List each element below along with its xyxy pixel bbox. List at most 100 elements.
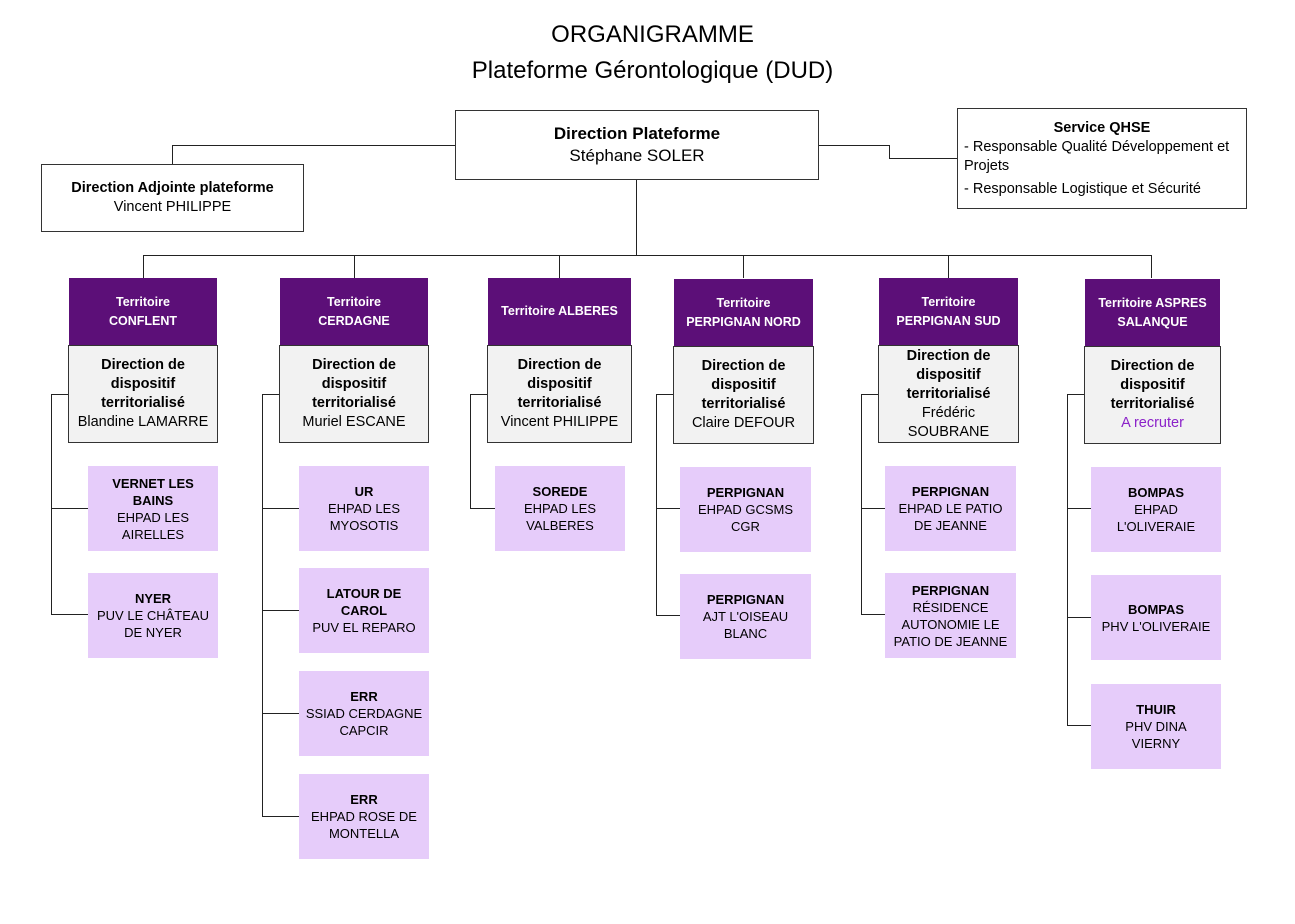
site-box: PERPIGNAN RÉSIDENCE AUTONOMIE LE PATIO D… — [885, 573, 1016, 658]
site-name: LATOUR DE CAROL — [326, 586, 402, 618]
connector — [262, 713, 299, 714]
site-box: UR EHPAD LES MYOSOTIS — [299, 466, 429, 551]
site-name: PERPIGNAN — [911, 484, 990, 499]
direction-plateforme-title: Direction Plateforme — [553, 124, 721, 143]
territory-label: Territoire — [716, 295, 771, 310]
connector — [1067, 394, 1085, 395]
connector — [1067, 508, 1091, 509]
connector — [262, 508, 299, 509]
site-desc: EHPAD ROSE DE MONTELLA — [311, 809, 417, 841]
territory-perpignan-sud-header: Territoire PERPIGNAN SUD — [879, 278, 1018, 345]
connector — [262, 394, 280, 395]
territory-label: Territoire ASPRES — [1098, 295, 1207, 310]
site-desc: EHPAD LES VALBERES — [523, 501, 596, 533]
site-box: BOMPAS PHV L'OLIVERAIE — [1091, 575, 1221, 660]
direction-plateforme-box: Direction Plateforme Stéphane SOLER — [455, 110, 819, 180]
site-name: UR — [354, 484, 374, 499]
director-conflent-box: Direction de dispositif territorialisé B… — [68, 345, 218, 443]
territory-label: Territoire — [116, 294, 170, 309]
site-name: BOMPAS — [1127, 601, 1185, 617]
site-desc: PHV DINA VIERNY — [1125, 719, 1187, 751]
site-box: VERNET LES BAINS EHPAD LES AIRELLES — [88, 466, 218, 551]
site-name: ERR — [350, 792, 378, 807]
site-name: VERNET LES BAINS — [112, 475, 194, 508]
director-role: Direction de dispositif territorialisé — [701, 358, 786, 412]
site-name: ERR — [350, 689, 378, 704]
territory-conflent-header: Territoire CONFLENT — [69, 278, 217, 345]
direction-plateforme-name: Stéphane SOLER — [569, 146, 705, 165]
director-perpignan-nord-box: Direction de dispositif territorialisé C… — [673, 346, 814, 444]
site-desc: RÉSIDENCE AUTONOMIE LE PATIO DE JEANNE — [893, 599, 1008, 649]
director-to-recruit: A recruter — [1121, 415, 1184, 431]
connector — [1067, 394, 1068, 726]
direction-adjointe-box: Direction Adjointe plateforme Vincent PH… — [41, 164, 304, 232]
connector — [889, 145, 890, 158]
site-desc: EHPAD L'OLIVERAIE — [1116, 502, 1196, 534]
director-alberes-box: Direction de dispositif territorialisé V… — [487, 345, 632, 443]
connector — [1151, 255, 1152, 278]
connector — [656, 508, 680, 509]
connector — [861, 394, 862, 615]
connector — [861, 394, 879, 395]
site-box: ERR SSIAD CERDAGNE CAPCIR — [299, 671, 429, 756]
connector — [262, 610, 299, 611]
territory-label: Territoire ALBERES — [501, 304, 618, 318]
connector — [1067, 725, 1091, 726]
connector — [948, 255, 949, 278]
site-desc: EHPAD LE PATIO DE JEANNE — [898, 501, 1003, 533]
connector — [262, 816, 299, 817]
site-desc: AJT L'OISEAU BLANC — [702, 609, 789, 641]
territory-label: PERPIGNAN SUD — [896, 313, 1001, 328]
connector — [51, 614, 88, 615]
site-name: PERPIGNAN — [911, 582, 990, 598]
connector — [559, 255, 560, 278]
chart-subtitle: Plateforme Gérontologique (DUD) — [471, 57, 834, 84]
connector — [354, 255, 355, 278]
territory-label: CONFLENT — [108, 313, 178, 328]
director-aspres-salanque-box: Direction de dispositif territorialisé A… — [1084, 346, 1221, 444]
connector — [172, 145, 456, 146]
site-box: SOREDE EHPAD LES VALBERES — [495, 466, 625, 551]
site-box: PERPIGNAN AJT L'OISEAU BLANC — [680, 574, 811, 659]
site-name: PERPIGNAN — [706, 592, 785, 607]
site-desc: SSIAD CERDAGNE CAPCIR — [305, 706, 423, 738]
connector — [143, 255, 144, 278]
site-desc: EHPAD LES MYOSOTIS — [327, 501, 400, 533]
connector — [818, 145, 889, 146]
direction-adjointe-name: Vincent PHILIPPE — [113, 199, 232, 215]
director-role: Direction de dispositif territorialisé — [906, 347, 991, 402]
connector — [470, 394, 471, 508]
connector — [656, 615, 680, 616]
director-role: Direction de dispositif territorialisé — [517, 357, 602, 411]
connector — [636, 179, 637, 256]
site-box: ERR EHPAD ROSE DE MONTELLA — [299, 774, 429, 859]
connector — [656, 394, 657, 616]
connector — [51, 394, 52, 615]
site-desc: PUV EL REPARO — [312, 620, 416, 635]
director-name: Frédéric SOUBRANE — [907, 404, 990, 440]
connector — [262, 394, 263, 817]
site-desc: PUV LE CHÂTEAU DE NYER — [97, 608, 209, 640]
director-name: Vincent PHILIPPE — [500, 414, 619, 430]
connector — [143, 255, 1152, 256]
site-name: SOREDE — [532, 484, 588, 499]
territory-label: Territoire — [327, 294, 381, 309]
territory-label: PERPIGNAN NORD — [686, 314, 801, 329]
service-qhse-box: Service QHSE - Responsable Qualité Dével… — [957, 108, 1247, 209]
territory-alberes-header: Territoire ALBERES — [488, 278, 631, 345]
service-qhse-title: Service QHSE — [1053, 120, 1151, 136]
site-name: PERPIGNAN — [706, 485, 785, 500]
territory-label: Territoire — [921, 294, 976, 309]
connector — [743, 255, 744, 278]
site-name: THUIR — [1136, 702, 1176, 717]
qhse-role-logistics: - Responsable Logistique et Sécurité — [964, 181, 1201, 197]
connector — [656, 394, 674, 395]
qhse-role-quality: - Responsable Qualité Développement et P… — [964, 139, 1230, 174]
site-box: BOMPAS EHPAD L'OLIVERAIE — [1091, 467, 1221, 552]
site-box: PERPIGNAN EHPAD LE PATIO DE JEANNE — [885, 466, 1016, 551]
connector — [861, 614, 885, 615]
site-name: BOMPAS — [1127, 485, 1185, 500]
chart-title: ORGANIGRAMME — [551, 21, 754, 48]
connector — [470, 394, 488, 395]
director-role: Direction de dispositif territorialisé — [1110, 358, 1195, 412]
